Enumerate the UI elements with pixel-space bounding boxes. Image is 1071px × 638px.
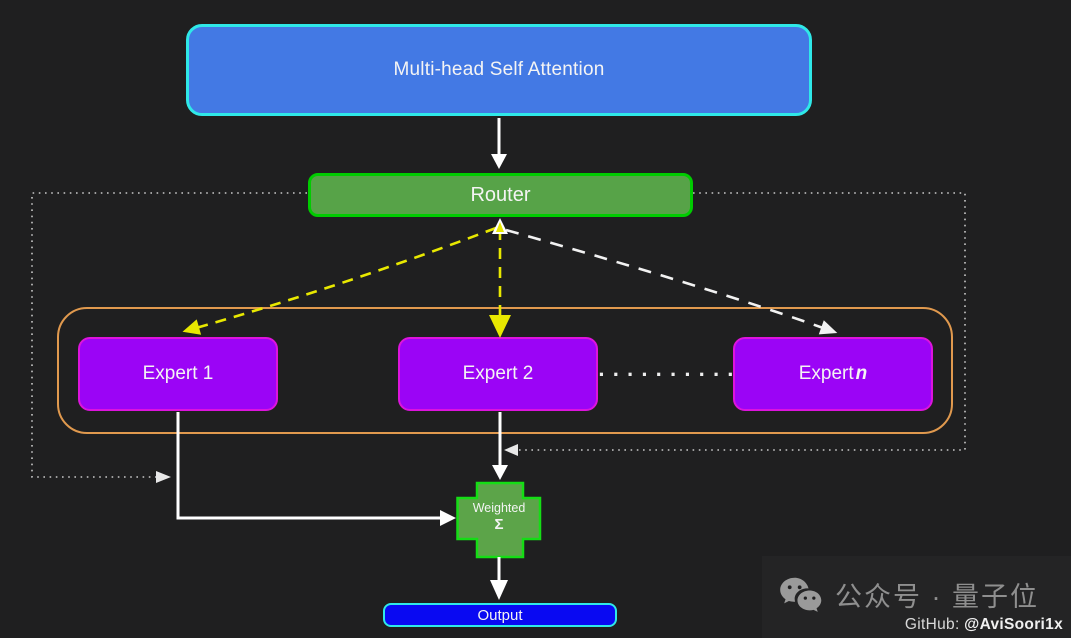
output-label: Output [477,606,523,624]
node-router: Router [308,173,693,217]
experts-ellipsis: ·········· [598,362,742,387]
arrow-attention-to-router [491,118,507,169]
router-junction-arrowhead [492,218,508,234]
sigma-symbol: Σ [494,516,504,534]
watermark: 公众号 · 量子位 GitHub: @AviSoori1x [779,575,1063,634]
node-multi-head-self-attention: Multi-head Self Attention [186,24,812,116]
node-output: Output [383,603,617,627]
expert-n-variable: n [855,363,868,384]
github-prefix: GitHub: [904,616,965,633]
wechat-account-text: 公众号 · 量子位 [835,582,1039,612]
experts-container [57,307,953,434]
expert-1-label: Expert 1 [142,363,214,384]
weighted-sum-line1: Weighted [472,500,526,515]
expert-2-label: Expert 2 [462,363,534,384]
expert-n-label: Expert [798,363,854,384]
weighted-sum-label: Weighted Σ [457,488,541,548]
github-credit: GitHub: @AviSoori1x [905,616,1063,634]
wechat-icon [780,577,822,612]
wechat-watermark-row: 公众号 · 量子位 [779,575,1063,614]
arrow-weighted-sum-to-output [490,557,508,600]
github-handle: @AviSoori1x [964,616,1063,633]
node-expert-2: Expert 2 [398,337,598,411]
router-label: Router [470,183,531,206]
attention-label: Multi-head Self Attention [393,59,605,80]
node-expert-1: Expert 1 [78,337,278,411]
